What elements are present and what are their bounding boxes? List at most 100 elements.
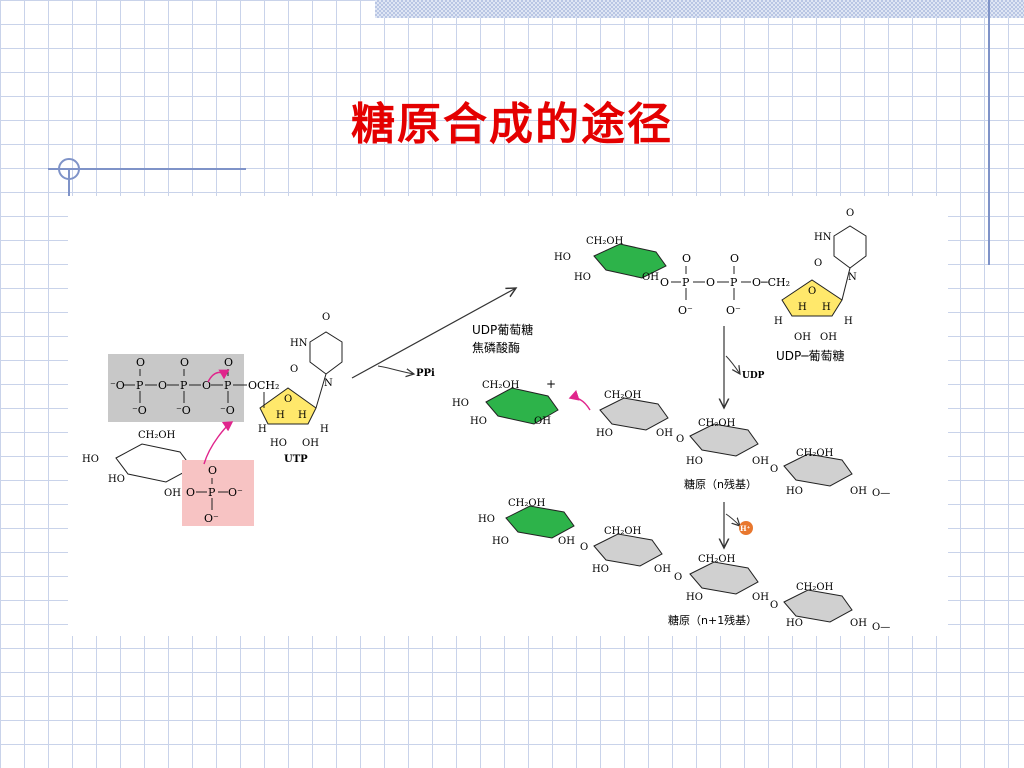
udpg-oh: OH [642,272,659,283]
activated-glucose-ring [485,387,559,425]
gn1-o-link-2: O [674,572,682,583]
uracil-n: N [324,378,333,389]
glucose-phosphate-box [182,460,254,526]
g1p-o-minus-right: O⁻ [228,486,243,499]
glycogen-n1-chain: CH₂OH HO HO OH O CH₂OH HO OH O CH₂OH HO … [478,498,890,633]
page-title: 糖原合成的途径 [351,99,673,150]
udpg-o-minus-2: O⁻ [726,304,741,317]
phosphate-p-3: P [224,379,232,392]
ag-ho-1: HO [452,398,469,409]
g1p-ho-2: HO [108,474,125,485]
glycogen-n-label: 糖原（n残基） [684,477,757,491]
ag-ch2oh: CH₂OH [482,380,520,391]
udpg-o-minus-1: O⁻ [678,304,693,317]
glucose-ring-left [115,443,193,483]
udp-glucose-molecule: CH₂OH HO HO OH O O O P O P O─CH₂ O⁻ O⁻ O… [554,208,867,363]
utp-label: UTP [284,454,308,465]
phosphate-minus-o-2: ⁻O [176,404,191,417]
udpg-o-ch2: O─CH₂ [752,276,790,289]
utp-uracil-ring [309,331,343,375]
ribose-h-3: H [298,410,307,421]
ribose-oh: OH [302,438,319,449]
udpg-ribose-o: O [808,286,816,297]
phosphate-minus-o-1: ⁻O [132,404,147,417]
g1p-o: O [208,464,217,477]
enzyme-label-line2: 焦磷酸酶 [472,340,520,355]
phosphate-o-2: O [180,356,189,369]
utp-ribose-ring [259,387,317,425]
udpg-uracil-hn: HN [814,232,832,243]
gn1-oh-4: OH [850,618,867,629]
udpg-ribose-h-1: H [774,316,783,327]
gn1-ho-2: HO [592,564,609,575]
uracil-o-top: O [322,312,330,323]
udpg-bridge-o-1: O [660,276,669,289]
utp-phosphate-box [108,354,244,422]
gn-oh-1: OH [656,428,673,439]
gn1-tail: O— [872,622,890,633]
gn-ho-1: HO [596,428,613,439]
ag-oh: OH [534,416,551,427]
ribose-o: O [284,394,292,405]
phosphate-bridge-o-2: O [202,379,211,392]
phosphate-p-2: P [180,379,188,392]
udpg-o-2: O [730,252,739,265]
udpg-bridge-o-2: O [706,276,715,289]
udpg-uracil-o-top: O [846,208,854,219]
gn1-oh-1: OH [558,536,575,547]
gn1-oh-2: OH [654,564,671,575]
utp-molecule: O O O ⁻O P O P O P ⁻O ⁻O ⁻O OCH₂ O H [108,312,343,465]
gn-ch2oh-3: CH₂OH [796,448,834,459]
activated-glucose: CH₂OH HO HO OH + [452,377,591,427]
glycogen-n-chain: CH₂OH HO OH O CH₂OH HO OH O CH₂OH HO OH … [596,390,890,499]
gn1-ch2oh-3: CH₂OH [698,554,736,565]
utp-och2: OCH₂ [248,379,279,392]
corner-ornament [58,158,80,180]
g1p-oh: OH [164,488,181,499]
udpg-ho-1: HO [554,252,571,263]
phosphate-minus-o-3: ⁻O [220,404,235,417]
gn1-ho-1b: HO [492,536,509,547]
phosphate-o-1: O [136,356,145,369]
udpg-ribose-h-2: H [798,302,807,313]
phosphate-bridge-o-1: O [158,379,167,392]
udpg-uracil-o-left: O [814,258,822,269]
udpg-uracil-ring [833,225,867,269]
h-plus-label: H⁺ [740,524,751,533]
udpg-uracil-n: N [848,272,857,283]
phosphate-p-1: P [136,379,144,392]
gn1-o-link-3: O [770,600,778,611]
udpg-ribose-h-4: H [844,316,853,327]
g1p-p: P [208,486,216,499]
ribose-h-1: H [258,424,267,435]
gn-oh-2: OH [752,456,769,467]
gn-ho-2: HO [686,456,703,467]
gn1-ch2oh-4: CH₂OH [796,582,834,593]
phosphate-o-3: O [224,356,233,369]
gn1-ho-1a: HO [478,514,495,525]
glycogen-n1-label: 糖原（n+1残基） [668,613,757,627]
udpg-ch2oh: CH₂OH [586,236,624,247]
udpg-ribose-ring [781,279,843,317]
top-decorative-band [375,0,1024,18]
uracil-hn: HN [290,338,308,349]
g1p-ho-1: HO [82,454,99,465]
udpg-ho-2: HO [574,272,591,283]
g1p-o-minus-bottom: O⁻ [204,512,219,525]
uracil-o-left: O [290,364,298,375]
udpg-o-1: O [682,252,691,265]
ribose-h-2: H [276,410,285,421]
udpg-ribose-h-3: H [822,302,831,313]
udpg-ribose-oh-1: OH [794,332,811,343]
phosphate-minus-o-left: ⁻O [110,379,125,392]
gn-ch2oh-2: CH₂OH [698,418,736,429]
ribose-h-4: H [320,424,329,435]
right-decorative-line [988,0,990,265]
gn1-oh-3: OH [752,592,769,603]
glucose-1-phosphate: CH₂OH HO HO OH O O P O⁻ O⁻ [82,421,254,526]
gn-o-link-1: O [676,434,684,445]
gn-oh-3: OH [850,486,867,497]
ag-ho-2: HO [470,416,487,427]
gn-ch2oh-1: CH₂OH [604,390,642,401]
h-plus-marker [739,521,753,535]
